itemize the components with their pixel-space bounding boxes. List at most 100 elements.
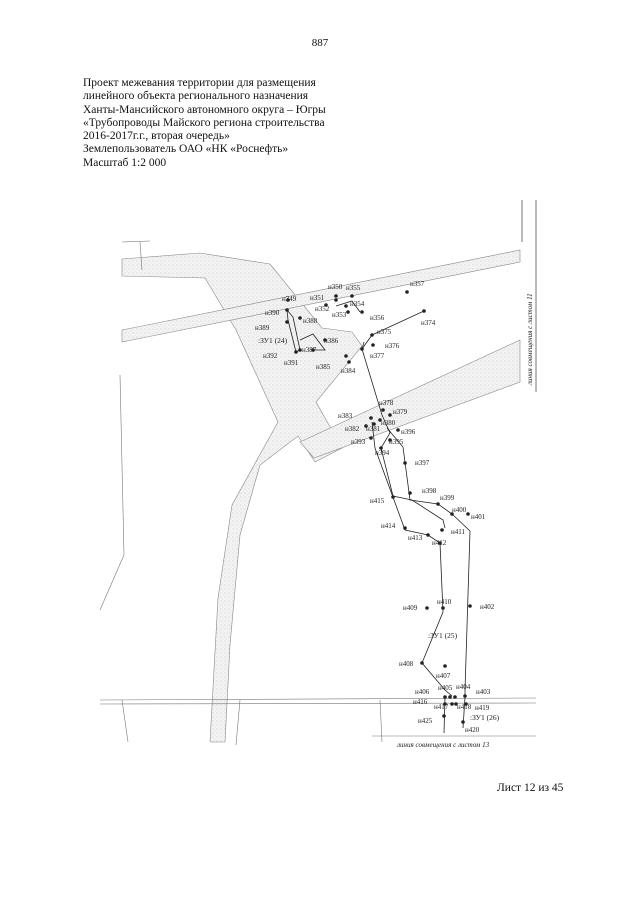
coordinate-point [454,702,458,706]
coordinate-point [346,310,350,314]
page-number: 887 [311,37,329,49]
point-label: н397 [415,459,430,467]
coordinate-point [298,316,302,320]
point-label: н351 [310,294,325,302]
coordinate-point [388,413,392,417]
point-label: н406 [415,688,430,696]
zone-label: :ЗУ1 (24) [258,336,288,345]
point-label: н385 [316,363,331,371]
point-label: н349 [282,295,297,303]
point-label: н411 [451,528,465,536]
coordinate-point [344,354,348,358]
point-label: н391 [284,359,299,367]
point-label: н356 [370,314,385,322]
coordinate-point [420,661,424,665]
coordinate-point [425,606,429,610]
point-label: н375 [377,328,392,336]
point-label: н354 [350,300,365,308]
coordinate-point [443,702,447,706]
point-label: н353 [332,311,347,319]
coordinate-point [372,422,376,426]
point-label: н386 [324,337,339,345]
point-label: н416 [413,698,428,706]
point-label: н380 [381,419,396,427]
coordinate-point [442,714,446,718]
header-line: 2016-2017г.г., вторая очередь» [83,130,230,143]
coordinate-point [369,416,373,420]
coordinate-point [450,512,454,516]
scale-line: Масштаб 1:2 000 [83,156,167,169]
point-label: н379 [393,408,408,416]
point-label: н405 [438,684,453,692]
point-label: н425 [418,717,433,725]
point-label: н355 [346,284,361,292]
point-label: н404 [456,683,471,691]
coordinate-point [371,343,375,347]
point-label: н408 [399,660,414,668]
header-line: Землепользователь ОАО «НК «Роснефть» [83,143,289,156]
point-label: н388 [303,317,318,325]
coordinate-point [334,294,338,298]
coordinate-point [379,446,383,450]
header-line: Проект межевания территории для размещен… [83,77,316,89]
point-label: н403 [476,688,491,696]
point-label: н420 [465,726,480,734]
point-label: н401 [471,513,486,521]
sheet-number: Лист 12 из 45 [497,782,564,794]
map-frame [521,200,537,392]
coordinate-point [334,298,338,302]
coordinate-point [391,495,395,499]
point-label: н393 [351,438,366,446]
point-label: н398 [422,487,437,495]
coordinate-point [443,695,447,699]
point-label: н412 [432,539,447,547]
point-label: н402 [480,603,495,611]
coordinate-point [364,424,368,428]
coordinate-point [443,664,447,668]
header-line: линейного объекта регионального назначен… [83,90,309,103]
coordinate-point [381,408,385,412]
document-header: Проект межевания территории для размещен… [83,77,443,170]
coordinate-point [436,502,440,506]
point-label: н409 [403,604,418,612]
header-line: Ханты-Мансийского автономного округа – Ю… [83,103,326,116]
coordinate-point [285,308,289,312]
point-label: н395 [389,438,404,446]
coordinate-point [294,350,298,354]
coordinate-point [285,320,289,324]
coordinate-point [426,533,430,537]
coordinate-point [360,310,364,314]
point-label: н390 [265,309,280,317]
coordinate-point [324,303,328,307]
point-label: н377 [370,352,385,360]
point-label: н374 [421,319,436,327]
point-label: н357 [410,280,425,288]
point-label: н399 [440,494,455,502]
point-label: н413 [408,534,423,542]
point-labels: н350 н355 н349 н351 н352 н354 н357 н390 … [255,280,495,734]
point-label: н396 [401,428,416,436]
point-label: н384 [341,367,356,375]
point-label: н400 [452,506,467,514]
coordinate-point [370,333,374,337]
edge-label-bottom: линия совмещения с листом 13 [396,741,490,749]
coordinate-point [388,438,392,442]
coordinate-point [441,606,445,610]
coordinate-points [285,290,472,724]
coordinate-point [350,294,354,298]
coordinate-point [405,290,409,294]
point-label: н414 [381,522,396,530]
point-label: н376 [385,342,400,350]
point-label: н407 [436,672,451,680]
coordinate-point [286,298,290,302]
road-upper-diagonal [121,249,521,343]
coordinate-point [369,436,373,440]
coordinate-point [438,541,442,545]
point-label: н387 [302,346,317,354]
point-label: н417 [434,703,449,711]
header-line: «Трубопроводы Майского региона строитель… [83,116,325,129]
coordinate-point [422,309,426,313]
zone-labels: :ЗУ1 (24) :ЗУ1 (25) :ЗУ1 (26) [258,336,500,722]
coordinate-point [323,338,327,342]
zone-label: :ЗУ1 (26) [470,713,500,722]
